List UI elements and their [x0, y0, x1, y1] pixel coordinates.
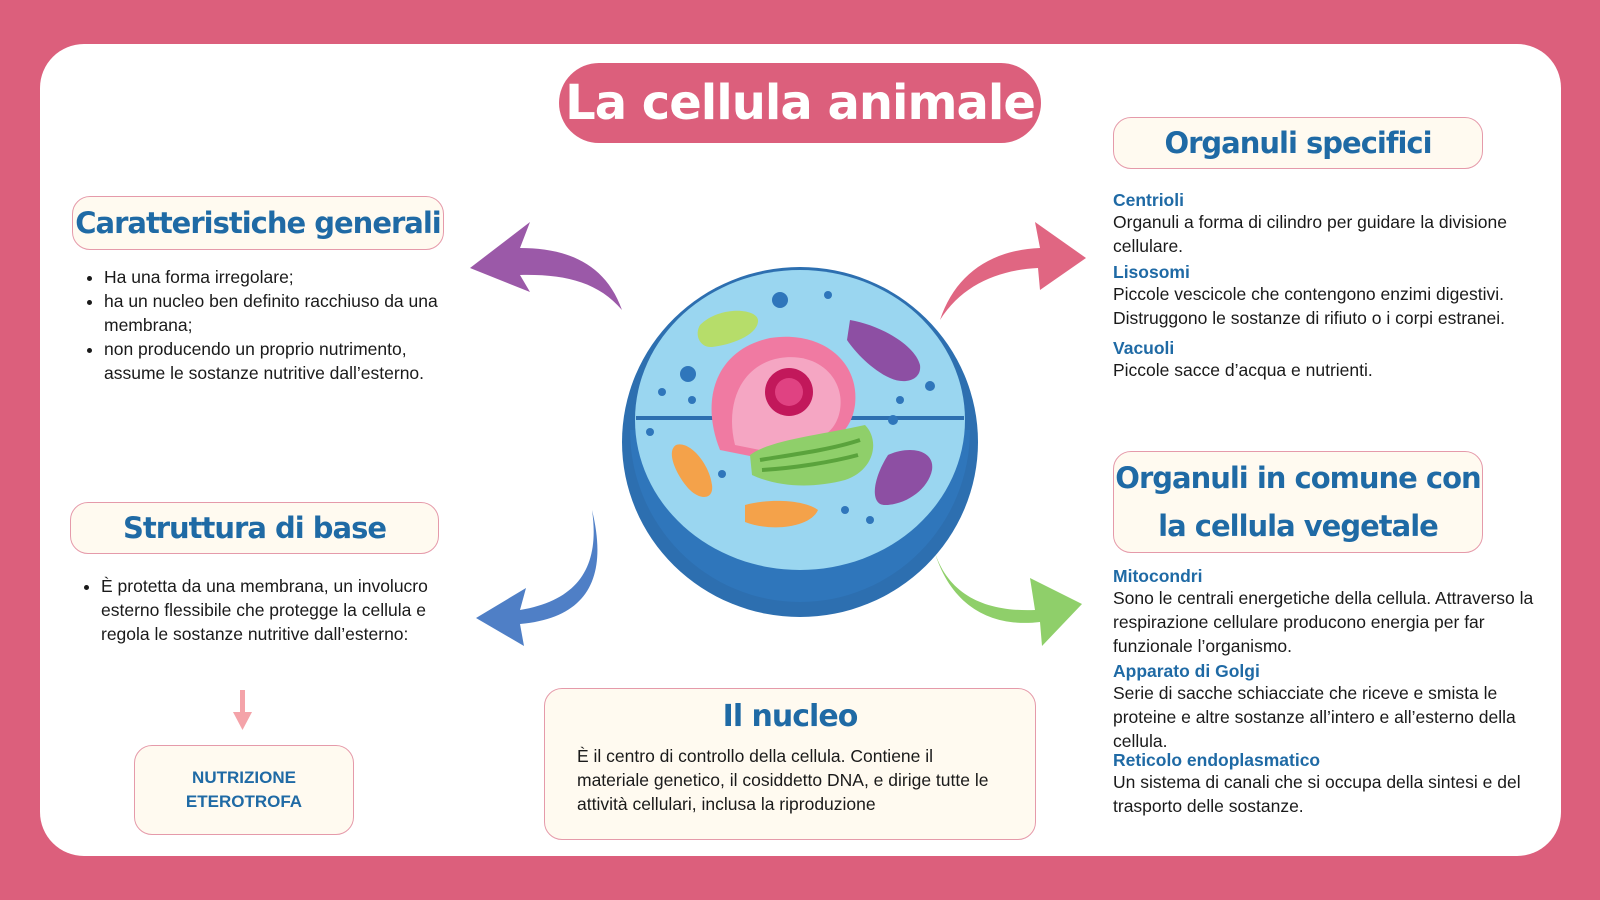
structure-bullet-list: È protetta da una membrana, un involucro… — [79, 574, 456, 646]
structure-heading: Struttura di base — [122, 511, 387, 545]
specific-item-lisosomi: Lisosomi Piccole vescicole che contengon… — [1113, 262, 1553, 330]
common-item-mitocondri: Mitocondri Sono le centrali energetiche … — [1113, 566, 1553, 658]
nutrition-label-line1: NUTRIZIONE — [192, 768, 296, 787]
arrow-down-to-nutrition — [233, 690, 252, 730]
specific-item-desc: Piccole vescicole che contengono enzimi … — [1113, 284, 1506, 328]
general-bullet: non producendo un proprio nutrimento, as… — [104, 337, 464, 385]
structure-heading-box: Struttura di base — [70, 502, 439, 554]
nutrition-box: NUTRIZIONE ETEROTROFA — [134, 745, 354, 835]
common-item-name: Reticolo endoplasmatico — [1113, 750, 1321, 770]
arrow-to-structure — [476, 510, 598, 646]
specific-item-desc: Piccole sacce d’acqua e nutrienti. — [1113, 360, 1373, 380]
arrow-to-specific — [940, 222, 1086, 320]
specific-item-centrioli: Centrioli Organuli a forma di cilindro p… — [1113, 190, 1543, 258]
general-heading: Caratteristiche generali — [75, 206, 442, 240]
arrow-to-general — [470, 222, 622, 310]
specific-heading-box: Organuli specifici — [1113, 117, 1483, 169]
common-heading-box: Organuli in comune con la cellula vegeta… — [1113, 451, 1483, 553]
general-bullet: Ha una forma irregolare; — [104, 265, 464, 289]
common-item-name: Apparato di Golgi — [1113, 661, 1260, 681]
common-heading-line1: Organuli in comune con — [1115, 461, 1481, 495]
common-item-desc: Sono le centrali energetiche della cellu… — [1113, 588, 1534, 656]
animal-cell-icon — [622, 267, 978, 617]
general-bullet: ha un nucleo ben definito racchiuso da u… — [104, 289, 464, 337]
structure-bullet: È protetta da una membrana, un involucro… — [101, 574, 456, 646]
general-bullet-list: Ha una forma irregolare; ha un nucleo be… — [82, 265, 464, 385]
specific-item-vacuoli: Vacuoli Piccole sacce d’acqua e nutrient… — [1113, 338, 1543, 382]
nucleus-text: È il centro di controllo della cellula. … — [577, 746, 989, 814]
common-item-desc: Serie di sacche schiacciate che riceve e… — [1113, 683, 1516, 751]
common-item-desc: Un sistema di canali che si occupa della… — [1113, 772, 1521, 816]
nutrition-label-line2: ETEROTROFA — [185, 792, 303, 811]
arrow-to-common — [934, 550, 1082, 646]
common-item-reticolo: Reticolo endoplasmatico Un sistema di ca… — [1113, 750, 1553, 818]
nucleus-box: Il nucleo È il centro di controllo della… — [544, 688, 1036, 840]
general-heading-box: Caratteristiche generali — [72, 196, 444, 250]
common-heading-line2: la cellula vegetale — [1158, 509, 1439, 543]
specific-item-name: Centrioli — [1113, 190, 1184, 210]
nucleus-heading: Il nucleo — [722, 699, 859, 734]
specific-item-name: Lisosomi — [1113, 262, 1190, 282]
specific-item-name: Vacuoli — [1113, 338, 1175, 358]
specific-item-desc: Organuli a forma di cilindro per guidare… — [1113, 212, 1507, 256]
specific-heading: Organuli specifici — [1164, 126, 1432, 160]
page-title: La cellula animale — [559, 63, 1041, 143]
common-item-golgi: Apparato di Golgi Serie di sacche schiac… — [1113, 661, 1543, 753]
common-item-name: Mitocondri — [1113, 566, 1203, 586]
